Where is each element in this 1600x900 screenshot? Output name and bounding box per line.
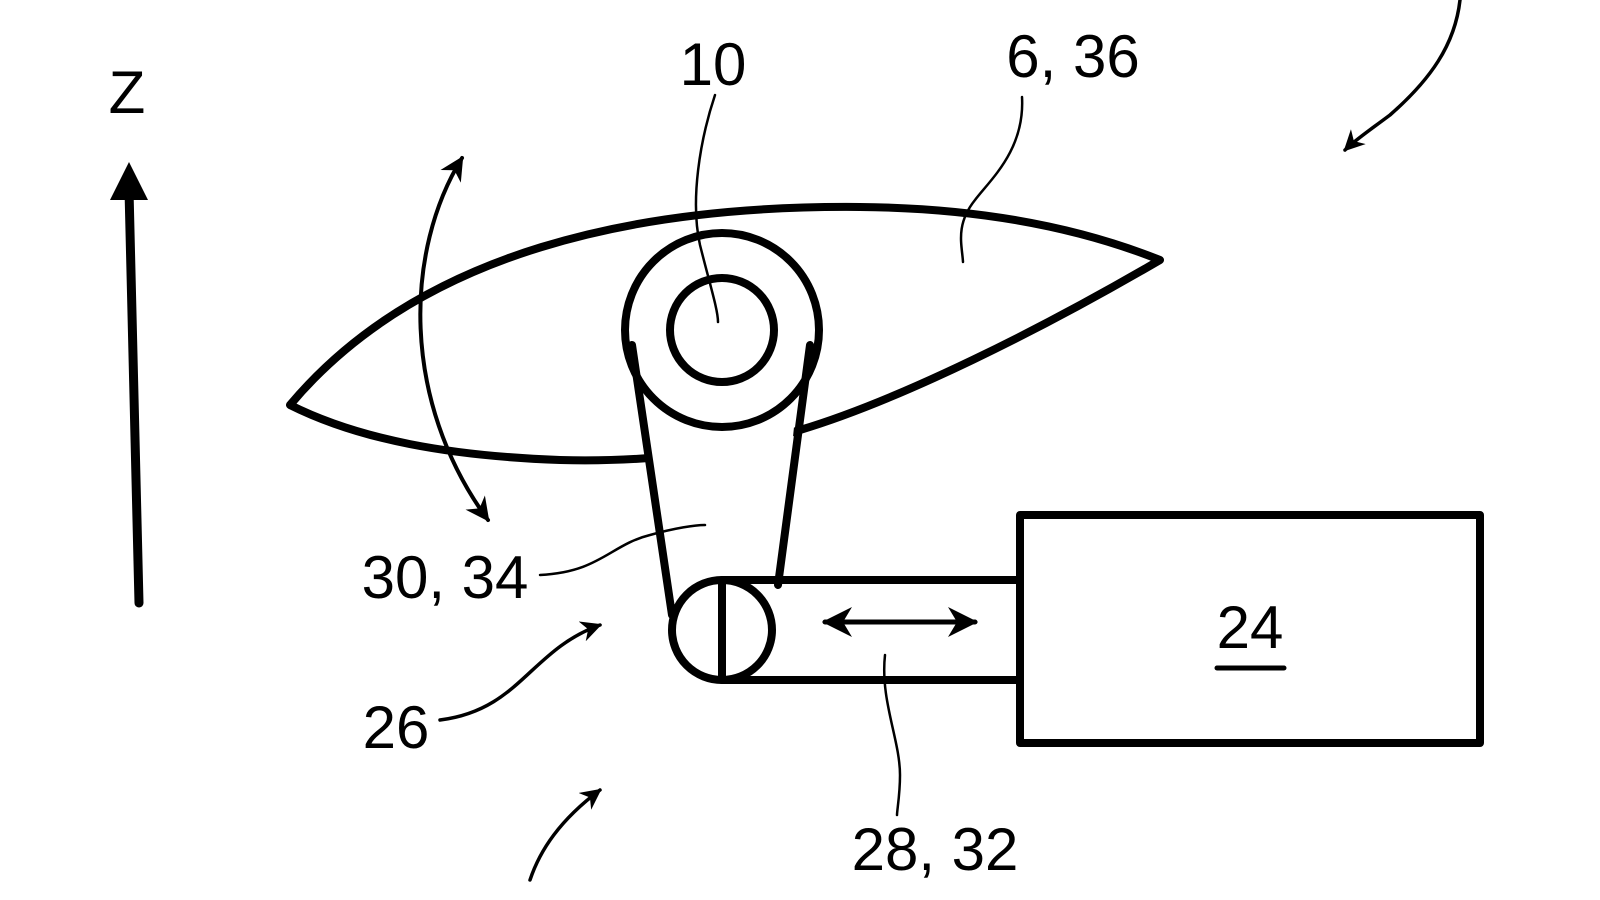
label-rod: 28, 32 [852, 816, 1019, 883]
actuator-box [1016, 511, 1484, 747]
leader-lever [538, 523, 707, 577]
joint-circle [668, 576, 776, 684]
assembly-reference-arrow-bottom [528, 788, 602, 882]
z-axis-arrowhead [110, 162, 148, 200]
z-axis-label: Z [109, 59, 146, 126]
lever-fill [633, 318, 805, 615]
lever-left-edge [628, 341, 676, 619]
assembly-reference-arrow-top [1343, 0, 1462, 152]
leader-shaft [694, 93, 720, 324]
rotation-arrow [418, 155, 490, 522]
blade-outline [286, 202, 1164, 465]
shaft-outer-circle [621, 229, 823, 431]
leader-rod [882, 653, 902, 817]
leader-joint [438, 621, 602, 722]
label-shaft: 10 [680, 31, 747, 98]
leader-blade [959, 95, 1024, 264]
label-blade: 6, 36 [1006, 23, 1139, 90]
z-axis-arrow [110, 162, 148, 608]
label-actuator: 24 [1217, 594, 1284, 661]
label-lever: 30, 34 [362, 544, 529, 611]
shaft-inner-circle [666, 274, 778, 386]
label-joint: 26 [363, 694, 430, 761]
